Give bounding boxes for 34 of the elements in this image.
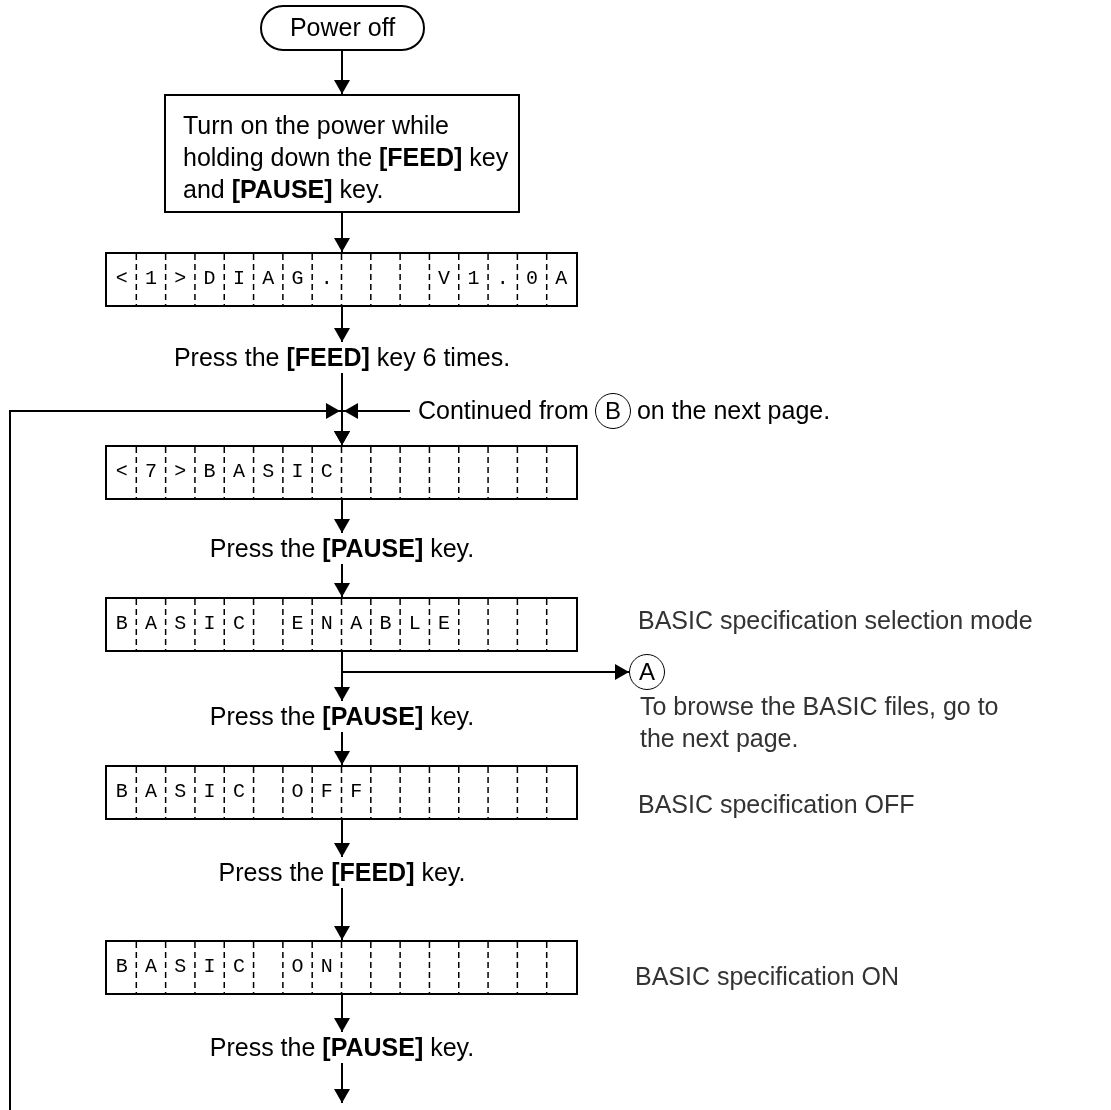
annotation-text: BASIC specification OFF <box>638 789 916 820</box>
lcd-display <box>105 252 578 307</box>
arrow <box>334 212 350 253</box>
lcd-text: BASIC ON <box>115 954 351 980</box>
arrow <box>334 994 350 1033</box>
lcd-text: <1>DIAG. V1.0A <box>115 266 585 292</box>
arrow <box>341 651 630 680</box>
arrow <box>334 306 350 343</box>
lcd-display <box>105 445 578 500</box>
arrow <box>334 50 350 95</box>
arrow <box>334 1062 350 1104</box>
terminal-pill: Power off <box>260 5 425 51</box>
instruction-text: Press the [PAUSE] key. <box>92 701 592 732</box>
arrow <box>334 819 350 858</box>
arrow <box>334 731 350 766</box>
instruction-text: Press the [PAUSE] key. <box>92 533 592 564</box>
instruction-text: Press the [PAUSE] key. <box>92 1032 592 1063</box>
annotation-text: BASIC specification selection mode <box>638 605 1034 636</box>
instruction-text: Press the [FEED] key 6 times. <box>92 342 592 373</box>
lcd-text: <7>BASIC <box>115 459 351 485</box>
lcd-text: BASIC OFF <box>115 779 380 805</box>
arrow <box>334 887 350 941</box>
lcd-text: BASIC ENABLE <box>115 611 468 637</box>
annotation-text: BASIC specification ON <box>635 961 900 992</box>
arrow <box>334 499 350 534</box>
lcd-display <box>105 765 578 820</box>
continuation-text: Continued from <box>418 395 589 427</box>
continuation-text: on the next page. <box>636 395 831 427</box>
lcd-display <box>105 597 578 652</box>
lcd-display <box>105 940 578 995</box>
arrow <box>334 563 350 598</box>
annotation-text: To browse the BASIC files, go to the next page. <box>640 691 1000 754</box>
instruction-text: Press the [FEED] key. <box>92 857 592 888</box>
process-box: Turn on the power while holding down the [FEED] key and [PAUSE] key. <box>164 94 520 213</box>
